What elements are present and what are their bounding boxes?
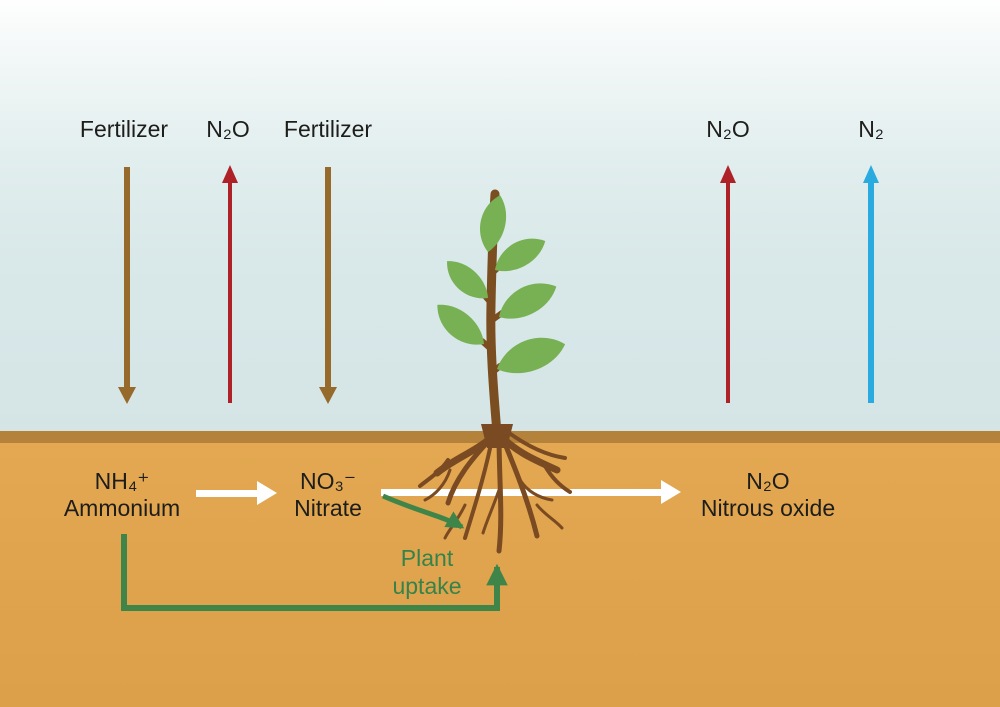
n2o-label-left: N₂O bbox=[206, 116, 250, 142]
n2o-label-right: N₂O bbox=[706, 116, 750, 142]
fertilizer-arrow-center bbox=[319, 167, 337, 404]
arrow-up-head bbox=[863, 165, 879, 183]
nitrate-formula: NO₃⁻ bbox=[299, 468, 356, 494]
ammonium-formula: NH₄⁺ bbox=[94, 468, 150, 494]
nitrous-oxide-label: N₂O Nitrous oxide bbox=[701, 468, 835, 522]
ammonium-name: Ammonium bbox=[63, 495, 181, 521]
plant-uptake-label: Plant uptake bbox=[392, 545, 462, 599]
arrow-up-head bbox=[222, 165, 238, 183]
arrow-right-head bbox=[661, 480, 681, 504]
ammonium-label: NH₄⁺ Ammonium bbox=[64, 468, 180, 522]
sky-background bbox=[0, 0, 1000, 431]
n2-emission-arrow bbox=[863, 165, 879, 403]
nitrate-to-n2o-arrow bbox=[381, 480, 681, 504]
nitrous-oxide-formula: N₂O bbox=[746, 468, 790, 494]
nitrate-name: Nitrate bbox=[294, 495, 362, 521]
arrow-right-head bbox=[257, 481, 277, 505]
fertilizer-label-left: Fertilizer bbox=[79, 116, 169, 142]
nitrous-oxide-name: Nitrous oxide bbox=[700, 495, 836, 521]
arrow-down-head bbox=[118, 387, 136, 404]
ammonium-to-nitrate-arrow bbox=[196, 481, 277, 505]
n2o-emission-arrow-right bbox=[720, 165, 736, 403]
n2o-emission-arrow-left bbox=[222, 165, 238, 403]
arrow-down-head bbox=[319, 387, 337, 404]
n2-label: N₂ bbox=[858, 116, 884, 142]
arrow-up-head bbox=[720, 165, 736, 183]
nitrate-label: NO₃⁻ Nitrate bbox=[294, 468, 362, 522]
fertilizer-label-center: Fertilizer bbox=[283, 116, 373, 142]
fertilizer-arrow-left bbox=[118, 167, 136, 404]
